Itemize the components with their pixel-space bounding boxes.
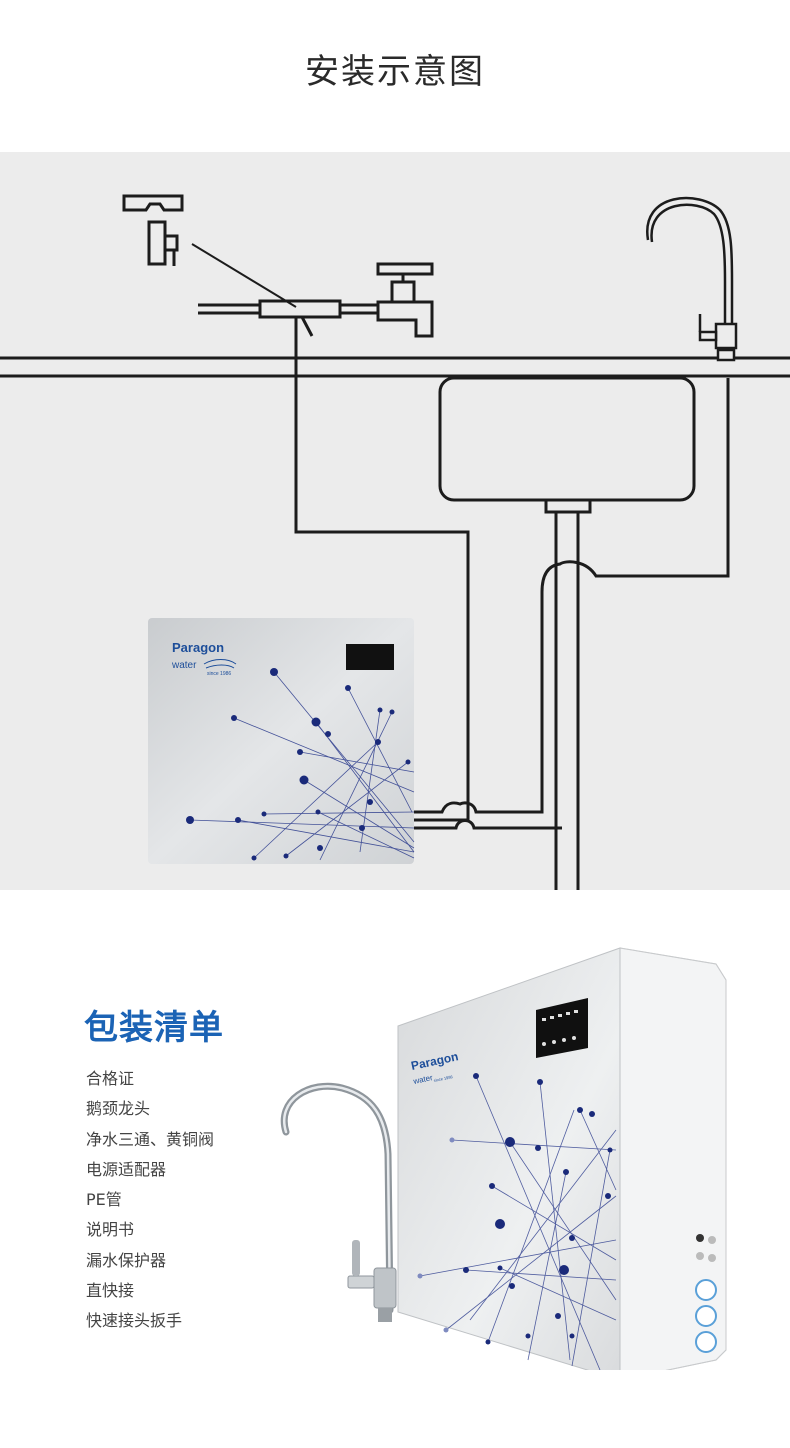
packing-item: 快速接头扳手: [86, 1311, 183, 1331]
packing-item: 直快接: [86, 1281, 135, 1301]
chrome-faucet: [280, 1082, 397, 1322]
packing-item: 鹅颈龙头: [86, 1099, 151, 1119]
packing-item: 说明书: [86, 1220, 135, 1240]
gooseneck-faucet: [646, 196, 738, 362]
countertop: [0, 356, 790, 378]
valve-detail-callout: [122, 194, 297, 308]
supply-line: [198, 262, 434, 344]
product-brand-sub: water: [412, 1073, 434, 1086]
drain-pipe: [554, 512, 580, 890]
side-ports: [695, 1234, 717, 1353]
installation-diagram-svg: Paragon water since 1986: [0, 194, 790, 890]
page-title: 安装示意图: [305, 52, 485, 92]
packing-item: 合格证: [86, 1069, 135, 1088]
packing-list-title: 包装清单: [84, 1008, 224, 1048]
packing-item: 漏水保护器: [86, 1250, 167, 1270]
brand-since: since 1986: [207, 671, 231, 677]
outlet-tube: [414, 378, 730, 814]
sink-basin: [438, 376, 696, 514]
packing-item: PE管: [86, 1190, 122, 1210]
inlet-tube: [294, 344, 470, 822]
packing-item: 净水三通、黄铜阀: [86, 1129, 215, 1149]
product-photo: Paragon water since 1986: [280, 947, 727, 1370]
brand-logo: Paragon: [172, 640, 224, 655]
packing-list: 合格证 鹅颈龙头 净水三通、黄铜阀 电源适配器 PE管 说明书 漏水保护器 直快…: [86, 1064, 214, 1337]
brand-sub: water: [171, 660, 197, 671]
installation-diagram: Paragon water since 1986: [0, 152, 790, 890]
packing-item: 电源适配器: [86, 1159, 167, 1179]
lower-tube: [414, 819, 562, 830]
purifier-front: Paragon water since 1986: [148, 618, 415, 864]
product-brand-since: since 1986: [433, 1074, 454, 1083]
